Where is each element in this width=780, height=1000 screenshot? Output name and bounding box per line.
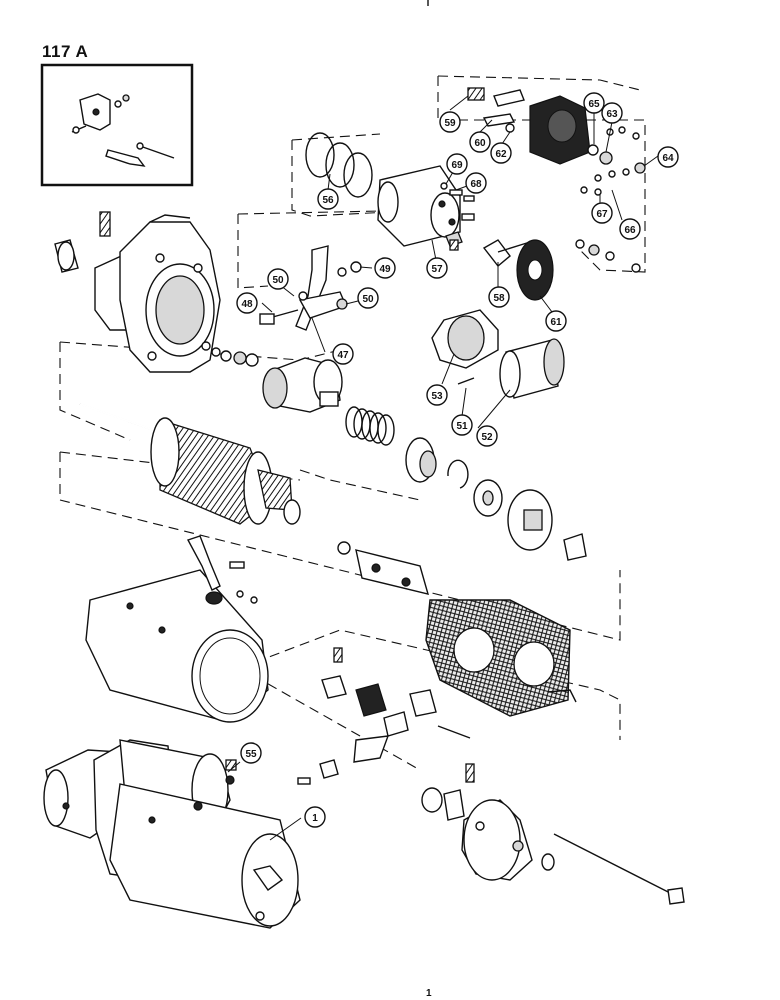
callout-57-label: 57 xyxy=(431,264,443,275)
drive-housing xyxy=(54,211,221,373)
callout-55: 55 xyxy=(240,742,262,764)
callout-48-label: 48 xyxy=(241,299,253,310)
callout-68-label: 68 xyxy=(470,179,482,190)
callout-67: 67 xyxy=(591,202,613,224)
callout-65-label: 65 xyxy=(588,99,600,110)
callout-50-right-label: 50 xyxy=(362,294,374,305)
callout-50-right: 50 xyxy=(357,287,379,309)
callout-66-label: 66 xyxy=(624,225,636,236)
callout-49: 49 xyxy=(374,257,396,279)
page-mark: 1 xyxy=(426,988,432,999)
callout-62: 62 xyxy=(490,142,512,164)
callout-61-label: 61 xyxy=(550,317,562,328)
callout-64-label: 64 xyxy=(662,153,674,164)
callout-57: 57 xyxy=(426,257,448,279)
end-frame-and-bolt xyxy=(461,799,685,905)
callout-59: 59 xyxy=(439,111,461,133)
callout-52-label: 52 xyxy=(481,432,493,443)
callout-1-label: 1 xyxy=(312,813,318,824)
callout-69-label: 69 xyxy=(451,160,463,171)
callout-63: 63 xyxy=(601,102,623,124)
callout-47: 47 xyxy=(332,343,354,365)
armature xyxy=(79,403,301,525)
callout-61: 61 xyxy=(545,310,567,332)
small-hardware xyxy=(449,126,646,273)
callout-47-label: 47 xyxy=(337,350,349,361)
callout-66: 66 xyxy=(619,218,641,240)
callout-58-label: 58 xyxy=(493,293,505,304)
callout-48: 48 xyxy=(236,292,258,314)
gasket-and-sleeve xyxy=(431,309,565,399)
callout-49-label: 49 xyxy=(379,264,391,275)
solenoid-assembly xyxy=(377,165,475,247)
callout-62-label: 62 xyxy=(495,149,507,160)
callout-60-label: 60 xyxy=(474,138,486,149)
callout-68: 68 xyxy=(465,172,487,194)
callout-53: 53 xyxy=(426,384,448,406)
assembled-starter xyxy=(43,739,301,929)
callout-63-label: 63 xyxy=(606,109,618,120)
callout-60: 60 xyxy=(469,131,491,153)
shift-lever xyxy=(259,245,362,331)
figure-id-label: 117 A xyxy=(42,42,89,61)
callout-67-label: 67 xyxy=(596,209,608,220)
callout-52: 52 xyxy=(476,425,498,447)
callout-59-label: 59 xyxy=(444,118,456,129)
callout-50-left-label: 50 xyxy=(272,275,284,286)
terminal-pieces xyxy=(297,647,475,821)
callout-56: 56 xyxy=(317,188,339,210)
callout-55-label: 55 xyxy=(245,749,257,760)
inset-box xyxy=(40,63,194,187)
callout-56-label: 56 xyxy=(322,195,334,206)
callout-53-label: 53 xyxy=(431,391,443,402)
pole-shoe-and-coils xyxy=(337,541,577,717)
callout-64: 64 xyxy=(657,146,679,168)
drive-spring xyxy=(345,406,395,446)
callout-69: 69 xyxy=(446,153,468,175)
callout-65: 65 xyxy=(583,92,605,114)
callout-50-left: 50 xyxy=(267,268,289,290)
plunger-parts xyxy=(482,239,554,301)
callout-51: 51 xyxy=(451,414,473,436)
snap-rings xyxy=(305,132,373,198)
callout-1: 1 xyxy=(304,806,326,828)
callout-58: 58 xyxy=(488,286,510,308)
washers-and-plate xyxy=(405,437,587,561)
field-frame xyxy=(85,535,269,723)
drive-clutch xyxy=(211,347,343,413)
callout-51-label: 51 xyxy=(456,421,468,432)
